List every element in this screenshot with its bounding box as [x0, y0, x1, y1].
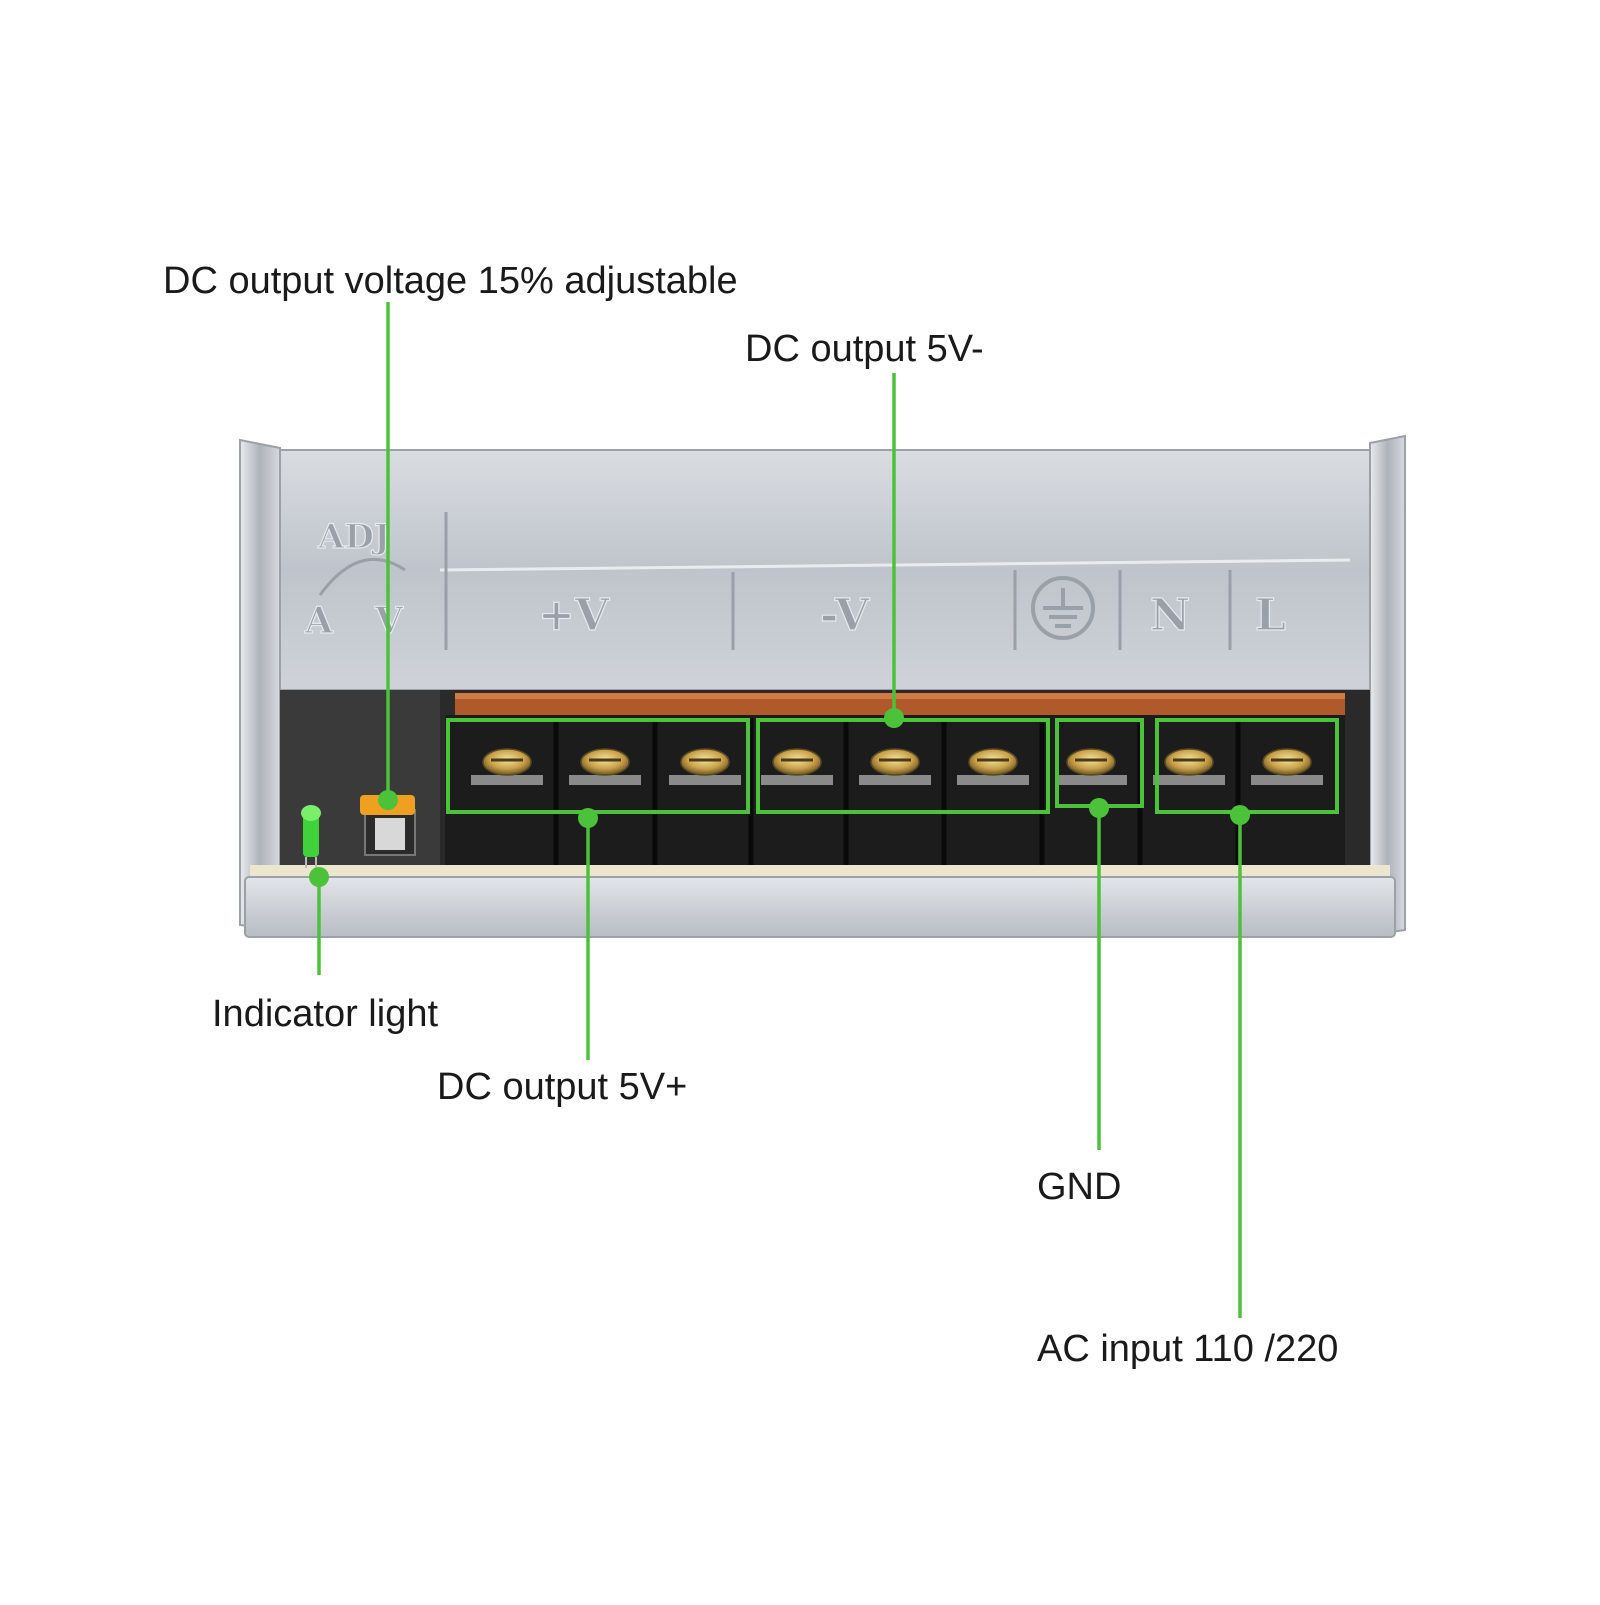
adjustment-potentiometer	[360, 795, 416, 856]
marking-minus-v: -V	[820, 590, 870, 641]
terminal-screw-icon	[1251, 748, 1323, 785]
terminal-screw-icon	[761, 748, 833, 785]
callout-label-positive: DC output 5V+	[437, 1066, 688, 1108]
callout-box-positive	[446, 718, 750, 814]
callout-label-ac: AC input 110 /220	[1037, 1328, 1339, 1370]
marking-plus-v: +V	[538, 590, 610, 641]
indicator-led	[301, 805, 321, 868]
marking-n: N	[1150, 590, 1190, 641]
callout-label-indicator: Indicator light	[212, 993, 439, 1035]
marking-l: L	[1255, 590, 1286, 641]
terminal-screw-icon	[1055, 748, 1127, 785]
marking-a: A	[304, 600, 334, 642]
ground-symbol-icon	[1031, 576, 1095, 640]
anchor-dot-ac	[1230, 805, 1250, 825]
callout-label-negative: DC output 5V-	[745, 328, 984, 370]
terminal-screw-icon	[569, 748, 641, 785]
terminal-screw-icon	[669, 748, 741, 785]
anchor-dot-gnd	[1089, 798, 1109, 818]
chassis-right-flange	[1369, 434, 1406, 937]
anchor-dot-adjust	[378, 790, 398, 810]
marking-adj: ADJ	[317, 517, 390, 557]
chassis-base-plate	[244, 876, 1396, 938]
terminal-screw-icon	[859, 748, 931, 785]
callout-label-adjust: DC output voltage 15% adjustable	[163, 260, 738, 302]
chassis-left-flange	[239, 438, 281, 932]
terminal-screw-icon	[471, 748, 543, 785]
terminal-block	[445, 715, 1345, 865]
pcb-edge	[250, 865, 1390, 877]
terminal-screw-icon	[1153, 748, 1225, 785]
anchor-dot-indicator	[309, 867, 329, 887]
terminal-screw-icon	[957, 748, 1029, 785]
anchor-dot-negative	[884, 708, 904, 728]
callout-label-gnd: GND	[1037, 1166, 1122, 1208]
anchor-dot-positive	[578, 808, 598, 828]
